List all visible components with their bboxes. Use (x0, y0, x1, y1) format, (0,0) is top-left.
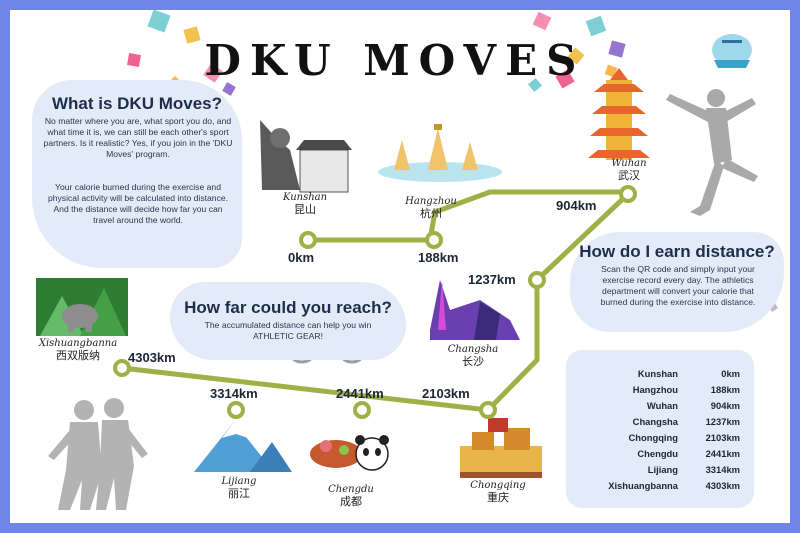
hangzhou-illustration (378, 124, 502, 182)
lijiang-illustration (194, 422, 292, 472)
decor-layer (36, 10, 778, 510)
dku-logo-icon (712, 34, 752, 68)
stop-hangzhou (425, 231, 443, 249)
chongqing-illustration (460, 418, 542, 478)
km-changsha: 1237km (468, 272, 516, 287)
stop-changsha (528, 271, 546, 289)
what-panel (32, 80, 242, 268)
earn-heading: How do I earn distance? (579, 242, 775, 261)
reach-panel (170, 282, 406, 360)
reach-heading: How far could you reach? (184, 298, 392, 317)
km-chongqing: 2103km (422, 386, 470, 401)
stop-chongqing (479, 401, 497, 419)
kungfu-silhouette-icon (666, 89, 758, 216)
page-title: DKU MOVES (204, 36, 586, 85)
changsha-illustration (430, 280, 520, 340)
poster: DKU MOVES What is DKU Moves? No matter w… (10, 10, 790, 523)
xishuangbanna-illustration (36, 278, 128, 336)
stop-wuhan (619, 185, 637, 203)
wuhan-tower-illustration (588, 68, 650, 160)
kunshan-illustration (260, 120, 352, 193)
stop-kunshan (299, 231, 317, 249)
km-hangzhou: 188km (418, 250, 459, 265)
what-paragraph-2: Your calorie burned during the exercise … (47, 182, 229, 225)
km-kunshan: 0km (288, 250, 315, 265)
earn-text: Scan the QR code and simply input your e… (600, 264, 756, 307)
basketball-players-silhouette-icon (48, 398, 148, 510)
what-heading: What is DKU Moves? (51, 94, 223, 113)
stop-xishuangbanna (113, 359, 131, 377)
km-xishuangbanna: 4303km (128, 350, 176, 365)
stop-lijiang (227, 401, 245, 419)
reach-text: The accumulated distance can help you wi… (204, 320, 372, 341)
chengdu-illustration (310, 435, 389, 471)
km-lijiang: 3314km (210, 386, 258, 401)
route-path (119, 189, 631, 413)
stop-chengdu (353, 401, 371, 419)
earn-panel (570, 232, 784, 332)
km-chengdu: 2441km (336, 386, 384, 401)
km-wuhan: 904km (556, 198, 597, 213)
what-paragraph-1: No matter where you are, what sport you … (43, 116, 233, 159)
